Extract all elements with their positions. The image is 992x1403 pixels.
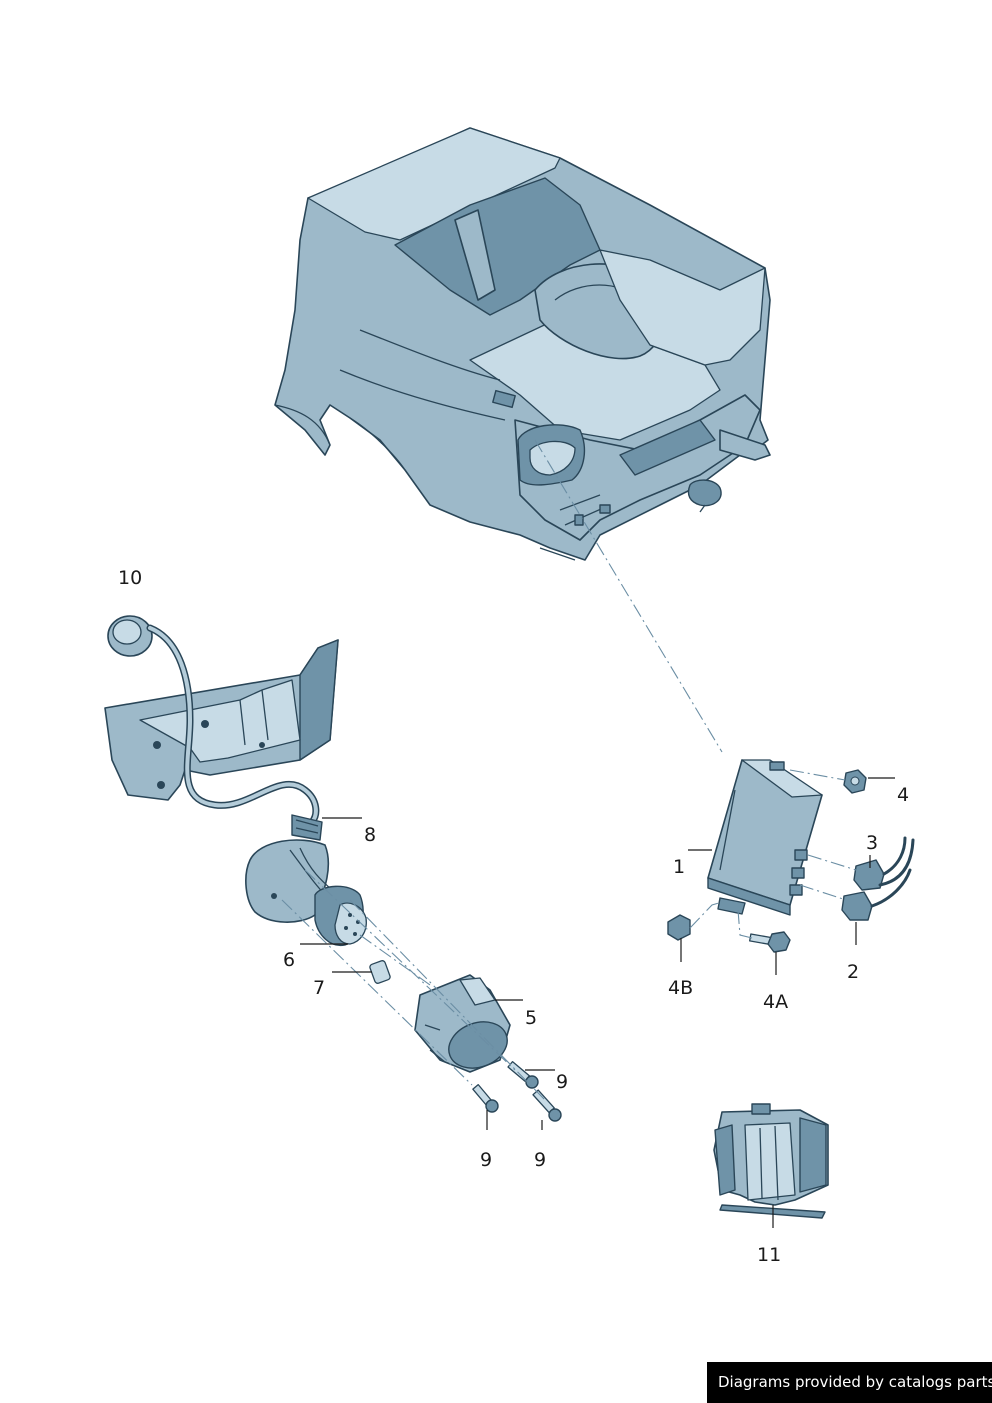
callout-6: 6 [283, 949, 295, 971]
leader-4-dash [789, 769, 846, 781]
connector-2-illustration [841, 868, 912, 921]
cap-10-illustration [107, 615, 153, 657]
bolt-4a-illustration [749, 931, 791, 953]
grommet-8-illustration [291, 814, 323, 841]
callout-11: 11 [757, 1244, 781, 1266]
callout-9-a: 9 [556, 1071, 568, 1093]
callout-7: 7 [313, 977, 325, 999]
location-leader-line [534, 439, 723, 753]
socket-housing-5-illustration [414, 974, 511, 1073]
leader-4a-dash [737, 909, 753, 939]
callout-3: 3 [866, 832, 878, 854]
rear-car-body-illustration [274, 127, 771, 561]
screw-9-c-illustration [532, 1089, 562, 1122]
callout-4b: 4B [668, 977, 693, 999]
callout-9-b: 9 [480, 1149, 492, 1171]
callout-1: 1 [673, 856, 685, 878]
nut-4-illustration [843, 769, 867, 794]
nut-4b-illustration [667, 914, 691, 941]
callout-4a: 4A [763, 991, 788, 1013]
callout-10: 10 [118, 567, 142, 589]
socket-plate-6-illustration [245, 839, 367, 947]
callout-5: 5 [525, 1007, 537, 1029]
credit-text: Diagrams provided by catalogs parts [718, 1373, 992, 1391]
screw-9-b-illustration [472, 1083, 499, 1113]
mounting-bracket-illustration [104, 639, 339, 801]
callout-leader-lines [300, 777, 895, 1228]
callout-4: 4 [897, 784, 909, 806]
callout-9-c: 9 [534, 1149, 546, 1171]
pin-7-illustration [369, 960, 391, 984]
callout-2: 2 [847, 961, 859, 983]
connector-dash-lines [799, 854, 857, 901]
socket-dash-lines [281, 869, 546, 1101]
leader-4b-dash [689, 901, 723, 929]
trailer-control-unit-illustration [707, 759, 823, 916]
credit-banner: Diagrams provided by catalogs parts [707, 1362, 992, 1403]
socket-11-illustration [713, 1103, 829, 1219]
connector-3-illustration [853, 836, 915, 891]
screw-9-a-illustration [507, 1060, 539, 1089]
callout-8: 8 [364, 824, 376, 846]
